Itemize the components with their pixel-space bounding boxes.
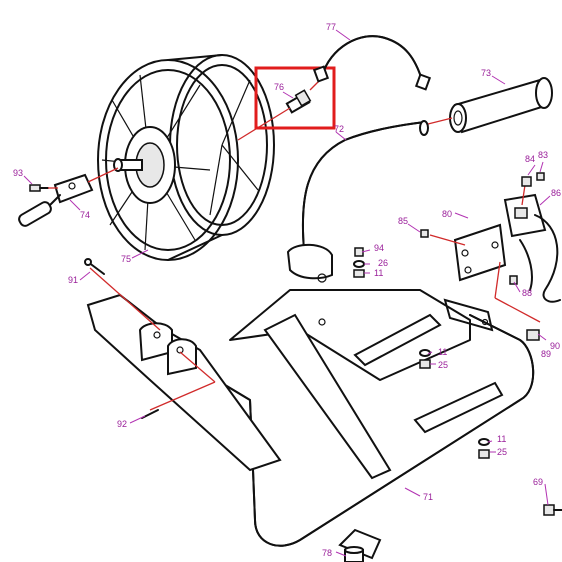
cart-frame[interactable] xyxy=(99,289,535,560)
side-bracket-plate[interactable] xyxy=(443,298,494,332)
label-69[interactable]: 69 xyxy=(533,477,543,487)
highlight-box-76 xyxy=(254,66,336,130)
callout-leaders xyxy=(23,29,551,557)
label-26[interactable]: 26 xyxy=(378,258,388,268)
label-83[interactable]: 83 xyxy=(538,150,548,160)
foot-78[interactable] xyxy=(344,546,364,562)
label-72[interactable]: 72 xyxy=(334,124,344,134)
callout-labels: 77 76 73 72 93 74 75 91 92 94 26 11 85 8… xyxy=(13,22,561,558)
label-74[interactable]: 74 xyxy=(80,210,90,220)
bolt-83[interactable] xyxy=(536,172,545,181)
screw-93[interactable] xyxy=(29,184,58,192)
label-76[interactable]: 76 xyxy=(274,82,284,92)
label-11-lower[interactable]: 11 xyxy=(497,434,506,444)
label-73[interactable]: 73 xyxy=(481,68,491,78)
pin-91[interactable] xyxy=(84,258,105,275)
bolt-69[interactable] xyxy=(543,504,562,516)
axle-bracket[interactable] xyxy=(86,267,282,472)
fastener-stack-11-25-lower[interactable] xyxy=(478,438,490,459)
label-86[interactable]: 86 xyxy=(551,188,561,198)
label-78[interactable]: 78 xyxy=(322,548,332,558)
bolt-88[interactable] xyxy=(509,275,518,285)
mount-bracket[interactable] xyxy=(429,184,561,323)
label-92[interactable]: 92 xyxy=(117,419,127,429)
label-91[interactable]: 91 xyxy=(68,275,78,285)
label-88[interactable]: 88 xyxy=(522,288,532,298)
label-11-upper[interactable]: 11 xyxy=(374,268,383,278)
hose-reel-drum[interactable] xyxy=(97,54,275,261)
handle-tube[interactable] xyxy=(286,120,429,283)
label-77[interactable]: 77 xyxy=(326,22,336,32)
label-94[interactable]: 94 xyxy=(374,243,384,253)
label-11-middle[interactable]: 11 xyxy=(438,347,447,357)
crank-handle[interactable] xyxy=(17,167,119,228)
label-25-lower[interactable]: 25 xyxy=(497,447,507,457)
label-71[interactable]: 71 xyxy=(423,492,433,502)
nut-84[interactable] xyxy=(521,176,532,187)
label-85[interactable]: 85 xyxy=(398,216,408,226)
label-80[interactable]: 80 xyxy=(442,209,452,219)
label-75[interactable]: 75 xyxy=(121,254,131,264)
handle-grip[interactable] xyxy=(449,77,553,134)
nut-89[interactable] xyxy=(526,329,540,341)
label-89[interactable]: 89 xyxy=(541,349,551,359)
label-84[interactable]: 84 xyxy=(525,154,535,164)
screw-85[interactable] xyxy=(420,229,429,238)
label-93[interactable]: 93 xyxy=(13,168,23,178)
label-25-middle[interactable]: 25 xyxy=(438,360,448,370)
swivel-fitting[interactable] xyxy=(237,77,323,141)
leader-hose[interactable] xyxy=(312,35,432,91)
label-90[interactable]: 90 xyxy=(550,341,560,351)
